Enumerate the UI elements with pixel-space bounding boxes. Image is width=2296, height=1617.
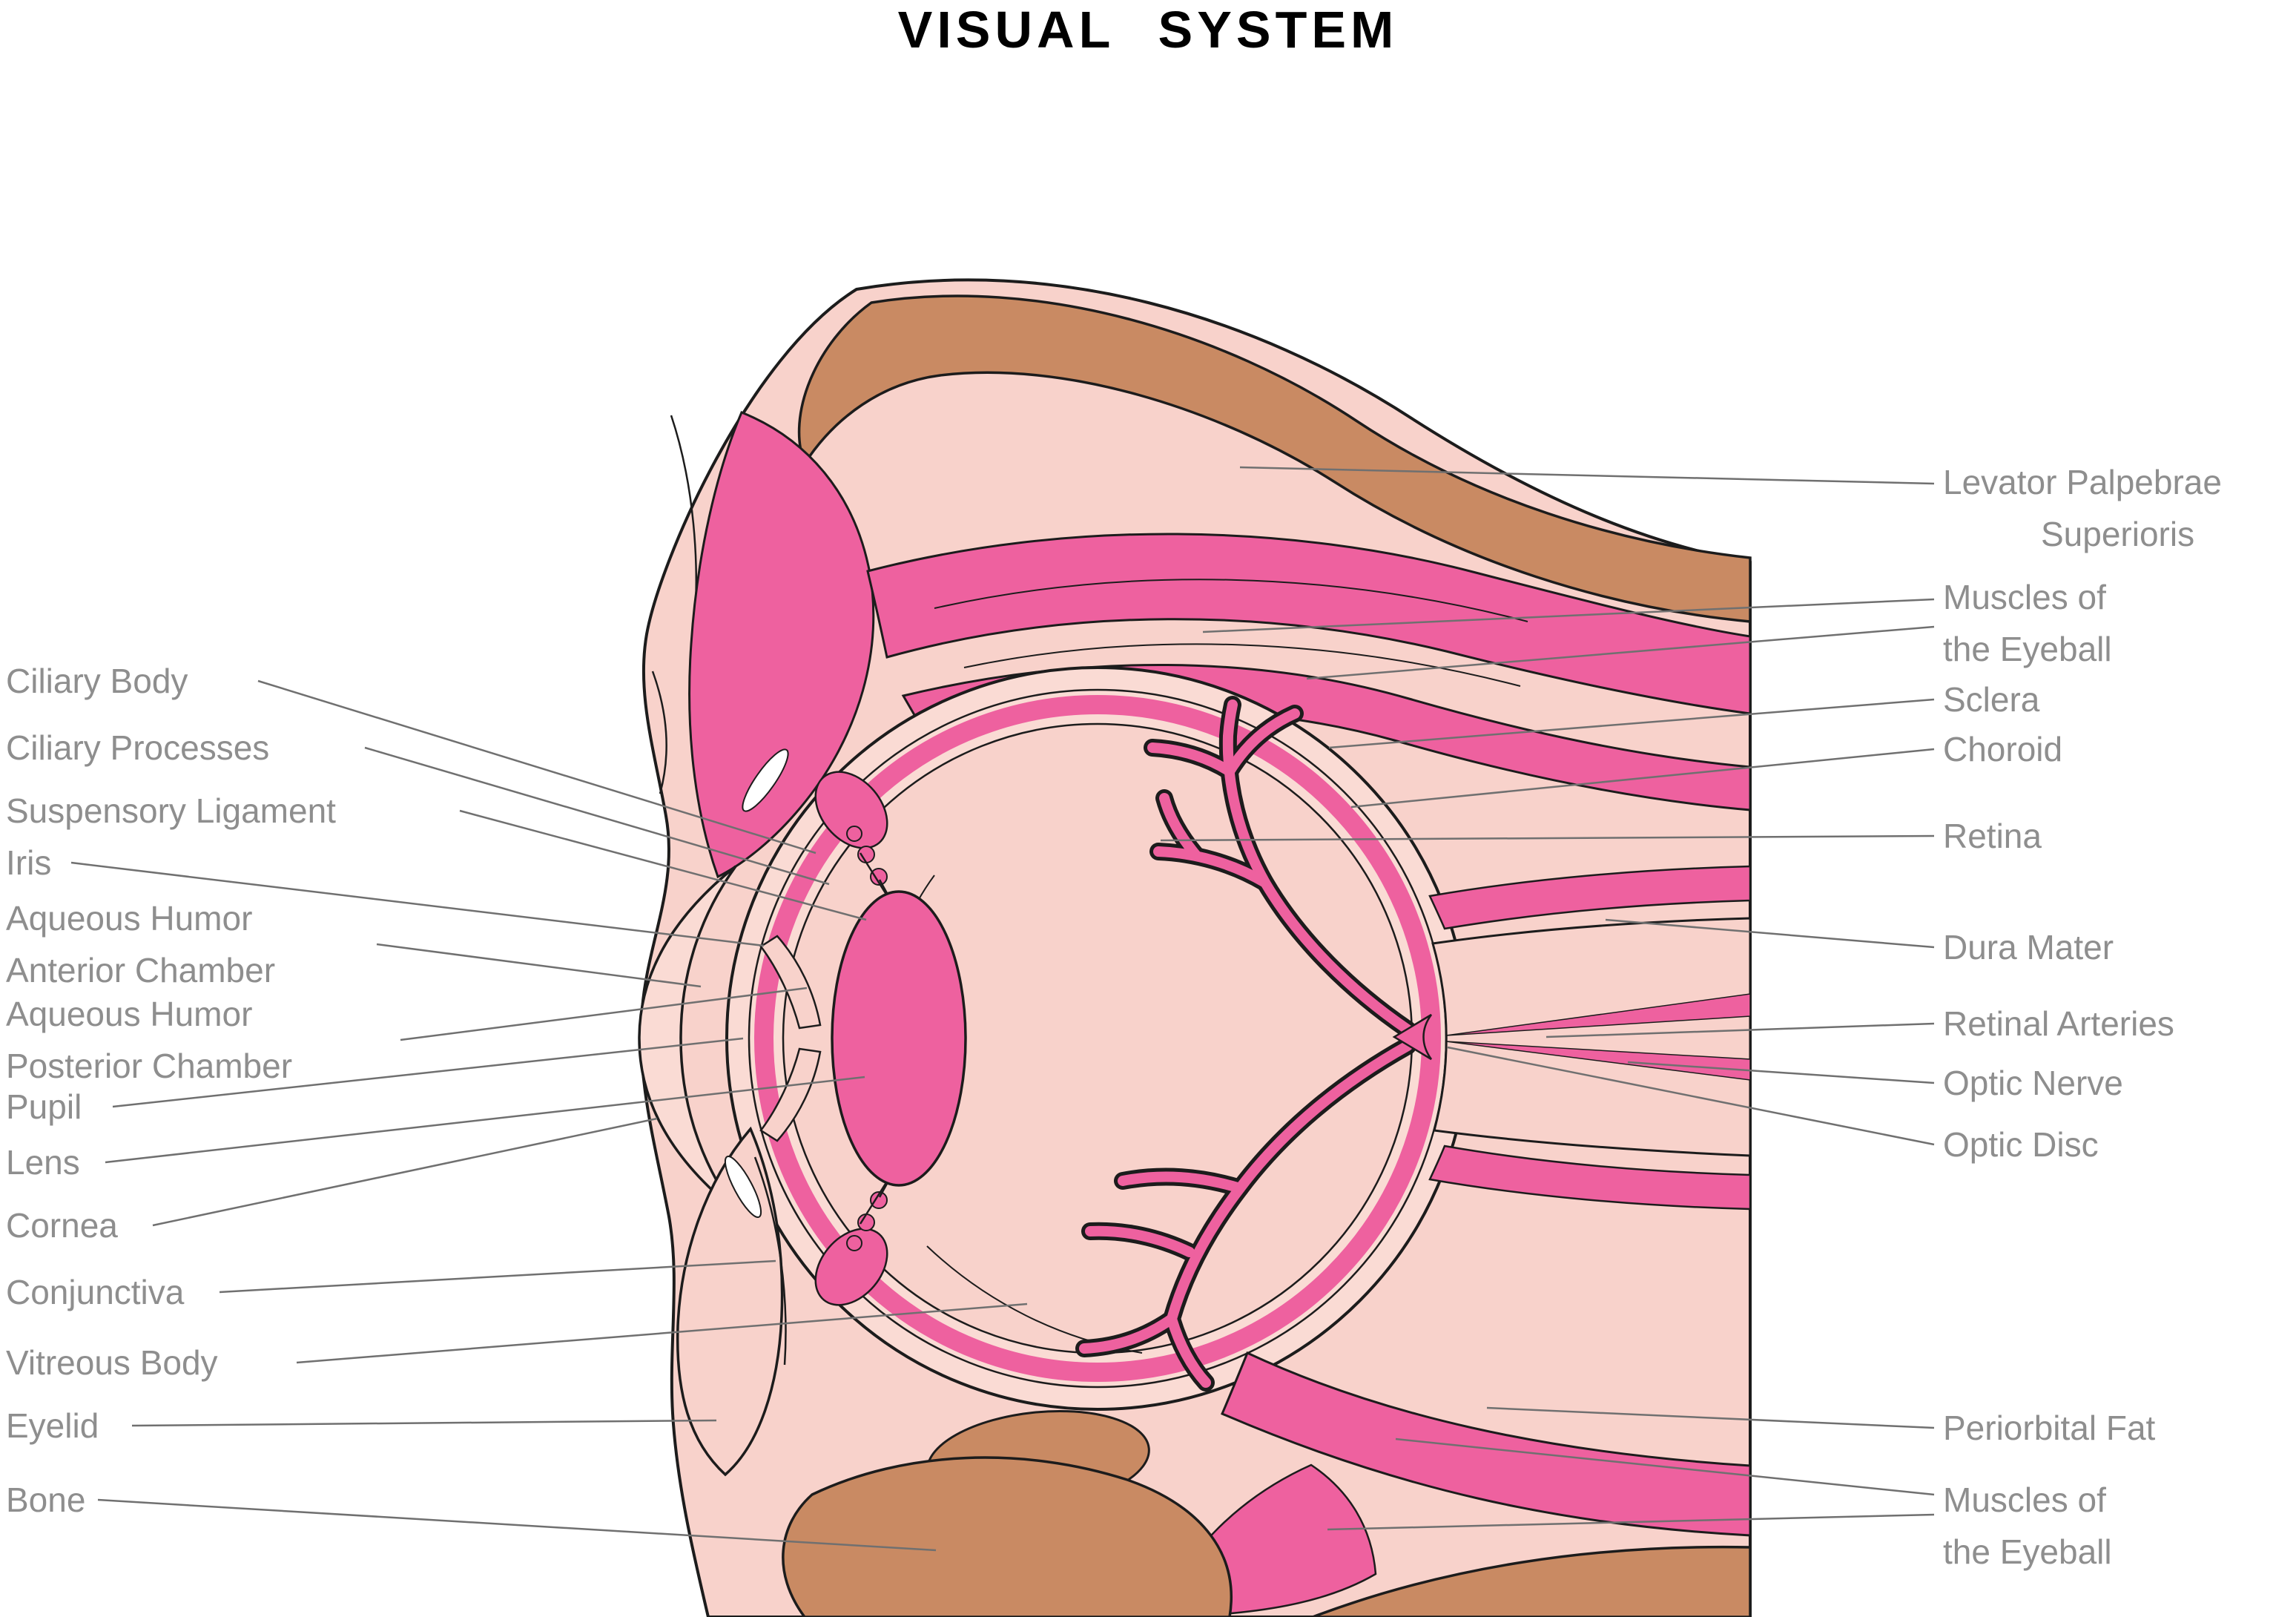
ciliary-body-lower	[814, 1228, 888, 1306]
leader-ciliary-processes	[364, 746, 830, 886]
label-conjunctiva: Conjunctiva	[6, 1273, 185, 1311]
leader-posterior-chamber	[400, 987, 808, 1041]
label-iris: Iris	[6, 843, 52, 882]
palpebral-sliver-lower	[724, 1155, 762, 1219]
ciliary-body-upper	[814, 771, 888, 849]
page-title: VISUAL SYSTEM	[897, 1, 1399, 59]
lower-bone	[782, 1456, 1233, 1617]
leader-bone	[97, 1498, 937, 1552]
leader-ciliary-body	[257, 679, 817, 854]
eyeball	[725, 666, 1470, 1411]
leader-anterior-chamber	[376, 943, 702, 988]
label-retinal-arteries: Retinal Arteries	[1943, 1004, 2174, 1043]
label-ciliary-body: Ciliary Body	[6, 662, 188, 700]
inferior-muscle-band	[1221, 1351, 1752, 1537]
label-cornea: Cornea	[6, 1206, 118, 1245]
ciliary-processes	[846, 826, 888, 1251]
leader-muscles-bottom-2	[1327, 1513, 1935, 1531]
levator-palpebrae-muscle	[688, 411, 875, 879]
leader-periorbital-fat	[1486, 1406, 1935, 1429]
superior-muscle-band	[866, 533, 1752, 715]
leader-muscles-top-2	[1306, 625, 1935, 680]
brow-bone	[797, 294, 1752, 623]
leader-lens	[105, 1076, 865, 1164]
label-vitreous-body: Vitreous Body	[6, 1343, 218, 1382]
bottom-right-bone	[1312, 1545, 1752, 1617]
optic-nerve	[1431, 917, 1752, 1157]
palpebral-sliver-upper	[742, 748, 789, 812]
label-optic-disc: Optic Disc	[1943, 1125, 2099, 1164]
muscle-striation-line	[934, 579, 1528, 622]
iris-upper	[759, 935, 822, 1030]
leader-retina	[1160, 834, 1935, 842]
nose-fold-line	[651, 671, 667, 794]
central-artery-upper	[1445, 993, 1751, 1036]
optic-disc	[1392, 1013, 1433, 1061]
leader-dura-mater	[1605, 918, 1935, 949]
leader-conjunctiva	[219, 1259, 776, 1294]
dura-mater-upper	[1428, 865, 1752, 930]
leader-cornea	[152, 1117, 658, 1227]
leader-optic-disc	[1447, 1046, 1935, 1146]
leader-pupil	[112, 1037, 744, 1108]
leader-iris	[70, 861, 765, 947]
label-periorbital-fat: Periorbital Fat	[1943, 1409, 2156, 1447]
anterior-segment	[638, 748, 967, 1477]
lens-shape	[831, 890, 967, 1187]
conjunctiva-line	[753, 1156, 787, 1366]
leader-vitreous-body	[296, 1303, 1028, 1364]
optic-nerve-complex	[1392, 865, 1752, 1211]
label-lens: Lens	[6, 1143, 80, 1182]
leader-lines	[70, 466, 1935, 1552]
label-sclera: Sclera	[1943, 680, 2040, 719]
label-choroid: Choroid	[1943, 730, 2063, 768]
leader-choroid	[1350, 748, 1935, 808]
leader-optic-nerve	[1627, 1061, 1935, 1084]
label-eyelid: Eyelid	[6, 1406, 99, 1445]
label-ciliary-processes: Ciliary Processes	[6, 728, 270, 767]
leader-muscles-top-1	[1202, 598, 1935, 633]
label-pupil: Pupil	[6, 1087, 82, 1126]
label-bone: Bone	[6, 1481, 86, 1519]
iris-lower	[759, 1047, 822, 1142]
choroid-ring	[754, 695, 1441, 1382]
leader-sclera	[1328, 698, 1935, 749]
retinal-arteries	[1079, 699, 1413, 1388]
leader-levator	[1239, 466, 1935, 485]
label-retina: Retina	[1943, 817, 2042, 855]
leader-retinal-arteries	[1545, 1022, 1935, 1038]
label-optic-nerve: Optic Nerve	[1943, 1064, 2123, 1102]
leader-eyelid	[131, 1419, 717, 1427]
leader-suspensory-ligament	[459, 809, 867, 921]
label-suspensory-ligament: Suspensory Ligament	[6, 791, 336, 830]
dura-mater-lower	[1428, 1145, 1752, 1211]
label-dura-mater: Dura Mater	[1943, 928, 2114, 966]
leader-muscles-bottom-1	[1395, 1437, 1935, 1496]
